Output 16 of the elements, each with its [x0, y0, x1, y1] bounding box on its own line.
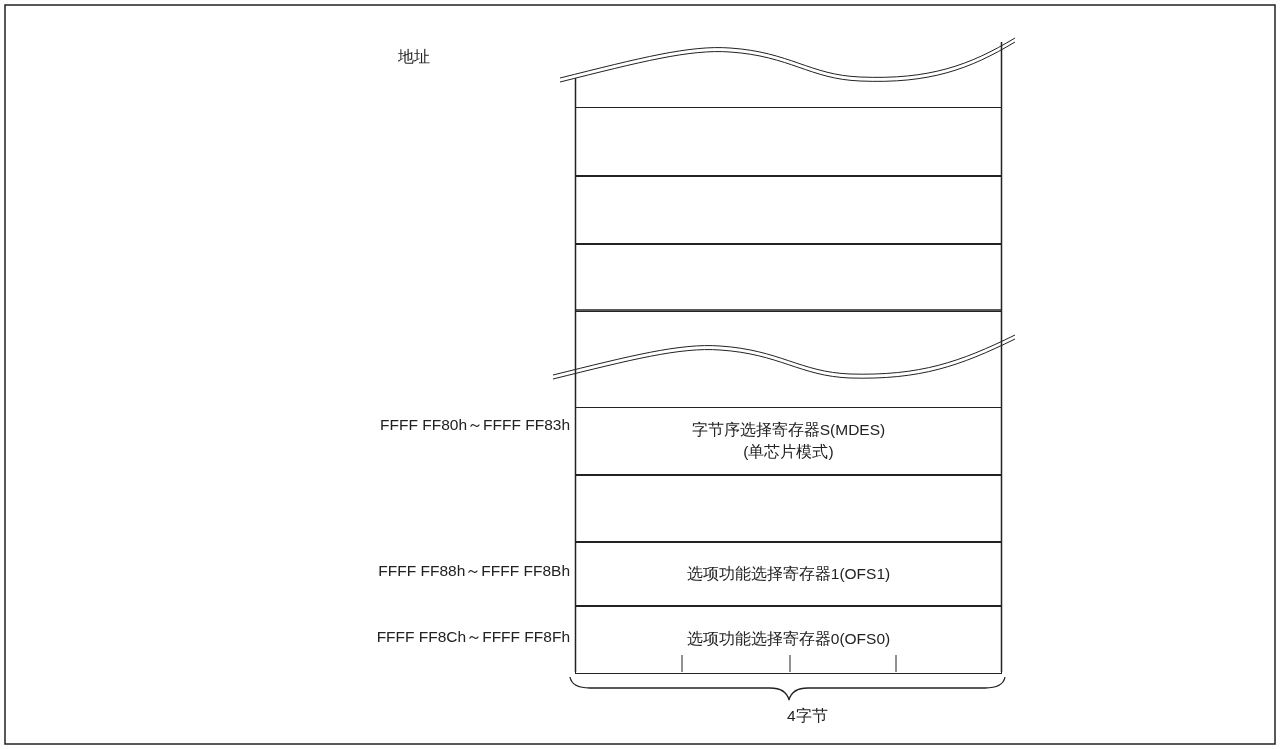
empty-cell [575, 175, 1002, 245]
register-cell [575, 541, 1002, 607]
address-label: FFFF FF88h～FFFF FF8Bh [378, 561, 570, 581]
register-name: 选项功能选择寄存器0(OFS0) [686, 629, 891, 650]
heading-label: 地址 [398, 47, 430, 67]
register-name: 字节序选择寄存器S(MDES) [691, 420, 886, 441]
address-label: FFFF FF80h～FFFF FF83h [380, 415, 570, 435]
empty-cell [575, 474, 1002, 543]
register-cell [575, 605, 1002, 674]
address-label: FFFF FF8Ch～FFFF FF8Fh [376, 626, 570, 647]
empty-cell [575, 243, 1002, 312]
empty-cell [575, 107, 1002, 177]
width-label: 4字节 [787, 706, 828, 726]
register-name: 选项功能选择寄存器1(OFS1) [686, 563, 891, 584]
register-cell [575, 407, 1002, 476]
register-name: (单芯片模式) [743, 442, 834, 463]
